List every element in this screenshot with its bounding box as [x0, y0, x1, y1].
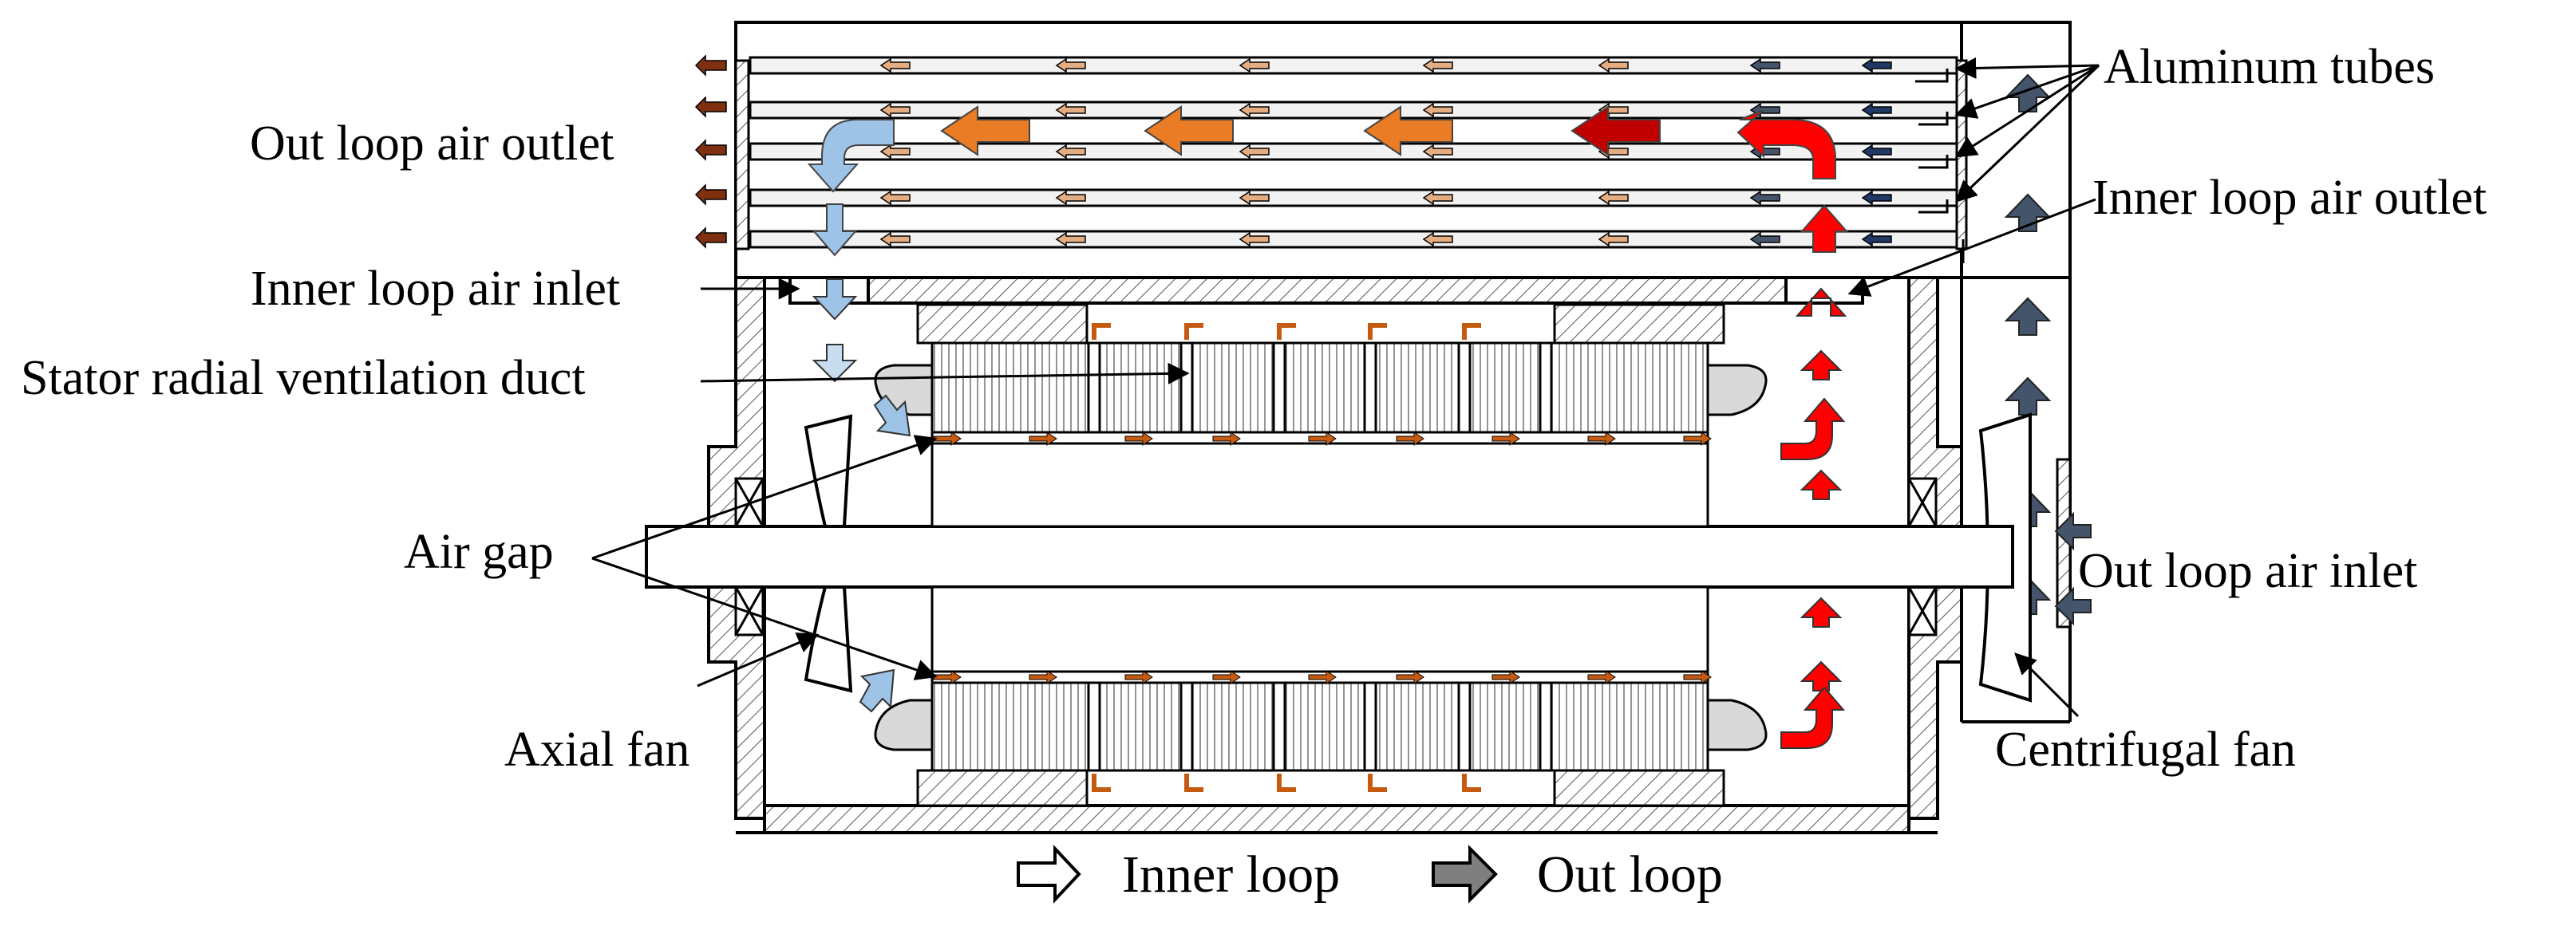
label-inner-loop-air-outlet: Inner loop air outlet [2092, 171, 2487, 225]
housing-bottom [763, 804, 1910, 834]
hot-turn-up-arrow [1780, 397, 1846, 460]
hot-arrow [1570, 105, 1661, 156]
cold-down-arrow [812, 344, 858, 383]
gray-arrow-icon [1432, 845, 1498, 904]
label-centrifugal-fan: Centrifugal fan [1995, 723, 2296, 777]
out-loop-outlet-arrows [694, 54, 727, 249]
hot-up-arrow [1800, 469, 1843, 500]
leader-lines [591, 57, 2100, 718]
radial-duct [1087, 681, 1553, 772]
legend-out-loop: Out loop [1537, 845, 1723, 904]
end-winding [1706, 699, 1768, 751]
end-winding [874, 699, 934, 751]
stator-core [930, 341, 1709, 434]
shaft [645, 525, 2014, 589]
tube-sheet-left [734, 59, 750, 250]
labels: Aluminum tubes Out loop air outlet Inner… [21, 40, 2487, 777]
inner-loop-exchanger-arrows [807, 105, 1849, 257]
label-stator-radial-duct: Stator radial ventilation duct [21, 351, 586, 405]
in-tube-flow-arrows [879, 57, 1892, 247]
cold-diag-arrow [859, 668, 895, 713]
hot-up-arrow [1795, 287, 1847, 317]
label-air-gap: Air gap [404, 525, 554, 579]
stator-core [930, 681, 1709, 772]
inner-loop-cavity-arrows [812, 278, 1847, 749]
air-gap-flow-arrows [933, 431, 1712, 684]
hot-turn-arrow [1736, 109, 1836, 179]
stator-yoke [916, 303, 1088, 345]
label-axial-fan: Axial fan [504, 723, 689, 777]
warm-arrow [1363, 105, 1453, 156]
stator-top [874, 303, 1768, 445]
stator-yoke [1553, 769, 1725, 807]
warm-arrow [1144, 105, 1234, 156]
duct-exit-arrows [1092, 323, 1481, 792]
inner-loop-outlet-opening [1784, 276, 1864, 305]
label-out-loop-air-outlet: Out loop air outlet [250, 116, 614, 171]
warm-arrow [940, 105, 1030, 156]
label-inner-loop-air-inlet: Inner loop air inlet [251, 262, 620, 316]
heat-exchanger [694, 21, 2072, 279]
hot-up-arrow [1800, 204, 1849, 253]
hot-up-arrow [1800, 349, 1843, 380]
hot-up-arrow [1800, 597, 1843, 628]
rotor-core [930, 442, 1709, 673]
cold-down-arrow [812, 203, 858, 257]
end-winding [1706, 364, 1768, 416]
stator-yoke [916, 769, 1088, 807]
stator-bottom [874, 670, 1768, 807]
hollow-arrow-icon [1017, 844, 1081, 904]
housing-top [867, 276, 1788, 305]
cold-diag-arrow [873, 394, 911, 437]
stator-yoke [1553, 303, 1725, 345]
hot-turn-up-arrow [1780, 686, 1846, 749]
legend-inner-loop: Inner loop [1122, 845, 1340, 904]
cold-turn-arrow [807, 119, 895, 193]
aluminum-tube [749, 230, 1958, 249]
cold-down-arrow [812, 278, 858, 321]
label-aluminum-tubes: Aluminum tubes [2104, 40, 2435, 94]
hot-up-arrow [1800, 660, 1843, 692]
label-out-loop-air-inlet: Out loop air inlet [2078, 544, 2417, 598]
legend: Inner loop Out loop [1017, 844, 1723, 904]
